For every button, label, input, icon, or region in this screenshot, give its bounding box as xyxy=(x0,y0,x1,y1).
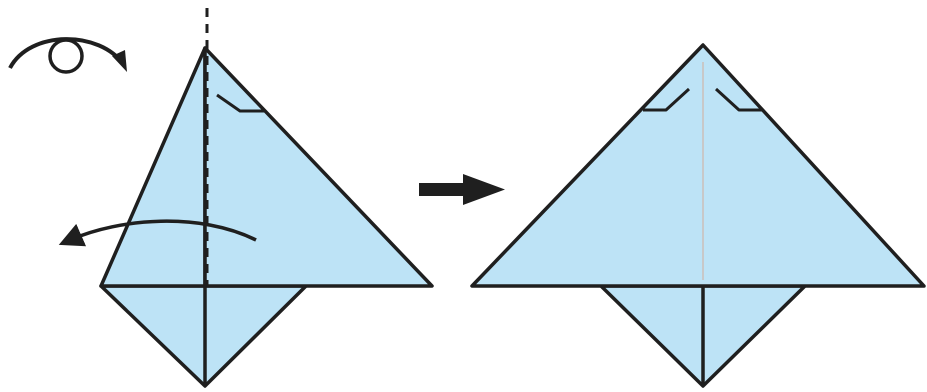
pleat-mark xyxy=(216,93,265,113)
main-triangle xyxy=(470,43,926,288)
fold-back-arrow xyxy=(58,219,257,247)
pleat-mark-right xyxy=(714,87,762,112)
step-after-figure xyxy=(470,43,926,388)
step-before-figure xyxy=(8,8,434,388)
pleat-mark-left xyxy=(643,87,691,112)
right-arrow-icon xyxy=(419,174,505,205)
main-triangle xyxy=(203,46,434,288)
left-back-flap xyxy=(99,46,207,288)
turn-over-icon xyxy=(8,37,127,74)
